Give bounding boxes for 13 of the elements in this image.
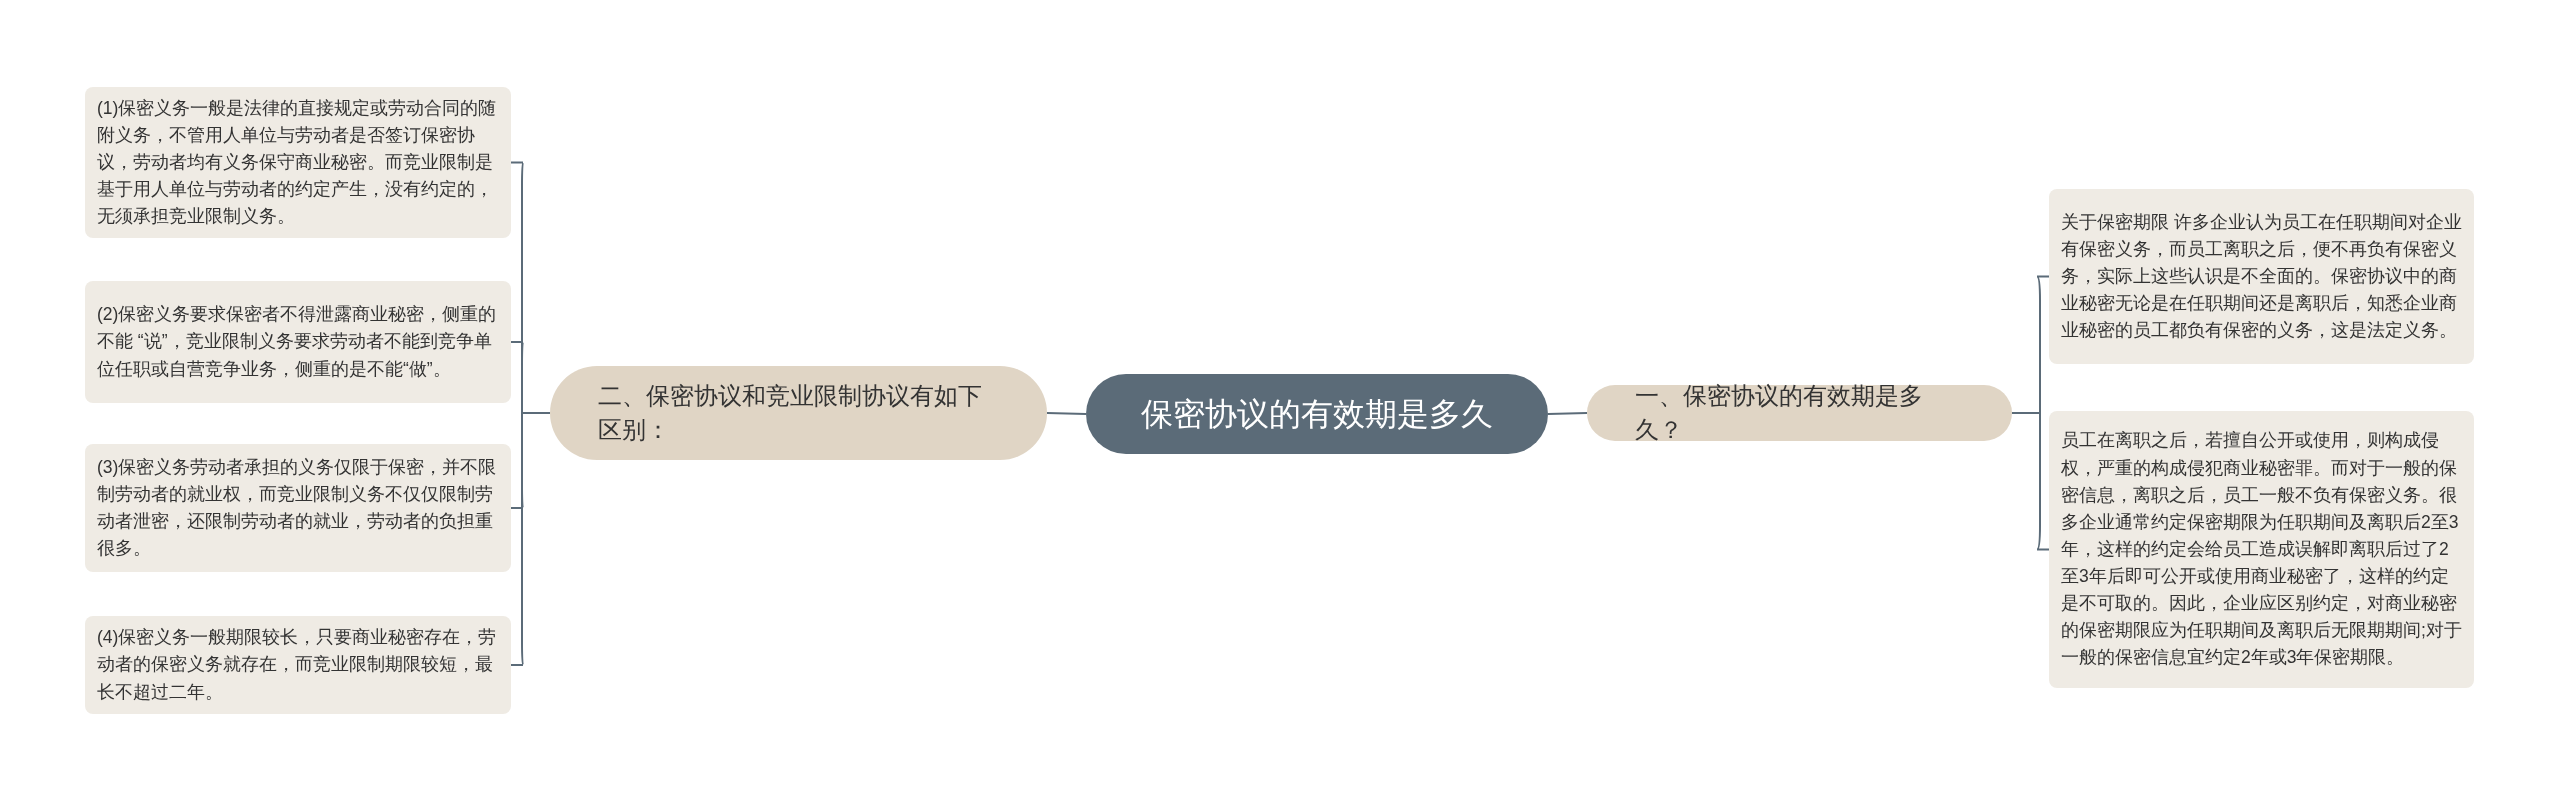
text-card: 关于保密期限 许多企业认为员工在任职期间对企业有保密义务，而员工离职之后，便不再负有保密义务，实际上这些认识是不全面的。保密协议中的商业秘密无论是在任职期间还是离职后，知悉企业商业秘密的员工都负有保密的义务，这是法定义务。 [2049,189,2474,364]
text-card: (1)保密义务一般是法律的直接规定或劳动合同的随附义务，不管用人单位与劳动者是否签订保密协议，劳动者均有义务保守商业秘密。而竞业限制是基于用人单位与劳动者的约定产生，没有约定的，无须承担竞业限制义务。 [85,87,511,238]
text-card: (2)保密义务要求保密者不得泄露商业秘密，侧重的不能 “说”，竞业限制义务要求劳动者不能到竞争单位任职或自营竞争业务，侧重的是不能“做”。 [85,281,511,403]
text-card: (3)保密义务劳动者承担的义务仅限于保密，并不限制劳动者的就业权，而竞业限制义务不仅仅限制劳动者泄密，还限制劳动者的就业，劳动者的负担重很多。 [85,444,511,572]
text-card: 员工在离职之后，若擅自公开或使用，则构成侵权，严重的构成侵犯商业秘密罪。而对于一般的保密信息，离职之后，员工一般不负有保密义务。很多企业通常约定保密期限为任职期间及离职后2至3年，这样的约定会给员工造成误解即离职后过了2至3年后即可公开或使用商业秘密了，这样的约定是不可取的。因此，企业应区别约定，对商业秘密的保密期限应为任职期间及离职后无限期期间;对于一般的保密信息宜约定2年或3年保密期限。 [2049,411,2474,688]
connector-line [1547,412,1588,415]
connector-line [1046,412,1087,415]
connector-line [510,412,551,666]
branch-topic: 二、保密协议和竞业限制协议有如下区别： [550,366,1047,460]
central-topic: 保密协议的有效期是多久 [1086,374,1548,454]
text-card: (4)保密义务一般期限较长，只要商业秘密存在，劳动者的保密义务就存在，而竞业限制期限较短，最长不超过二年。 [85,616,511,714]
branch-topic: 一、保密协议的有效期是多久？ [1587,385,2012,441]
connector-line [2011,412,2050,551]
